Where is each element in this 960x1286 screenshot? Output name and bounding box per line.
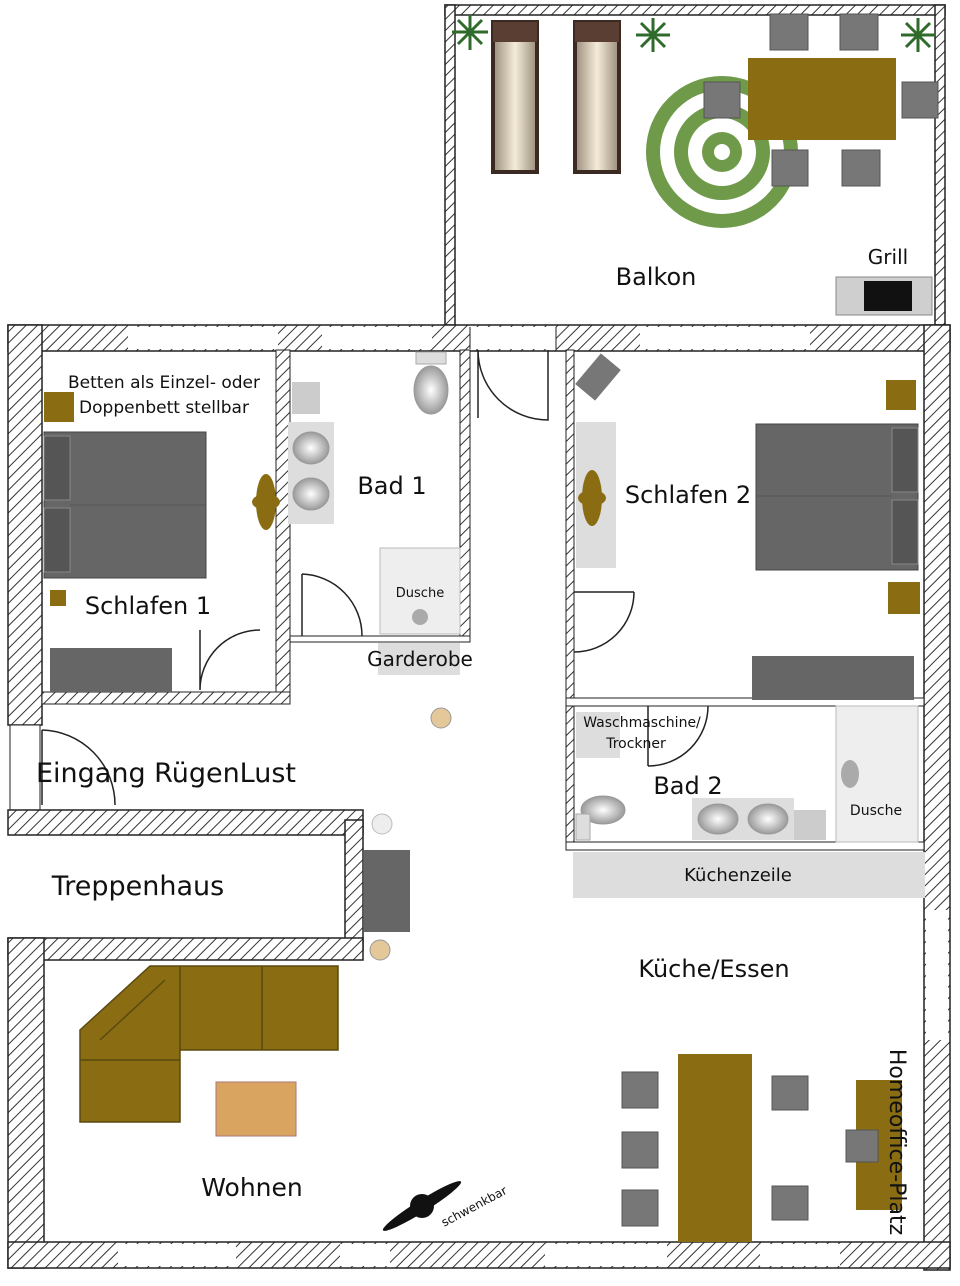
- room-label-bad-1: Bad 1: [357, 472, 426, 500]
- living-room: schwenkbar Wohnen: [79, 965, 509, 1231]
- toilet-icon: [575, 795, 626, 841]
- dining-table: [678, 1054, 752, 1242]
- nightstand: [886, 380, 916, 410]
- ceiling-fan-icon: [382, 1181, 462, 1231]
- cabinet: [292, 382, 320, 414]
- area-label-garderobe: Garderobe: [367, 647, 473, 671]
- bedroom-2: Schlafen 2: [575, 353, 920, 700]
- wardrobe-rack: [378, 643, 460, 675]
- nightstand: [44, 392, 74, 422]
- bathroom-1: Dusche Bad 1: [288, 351, 461, 635]
- grill-icon: [835, 276, 933, 316]
- washing-machine: [576, 712, 620, 758]
- kitchen-counter-label: Küchenzeile: [684, 865, 792, 886]
- double-sink: [692, 798, 826, 840]
- plant-icon: [636, 18, 670, 52]
- bed: [43, 431, 207, 579]
- area-label-treppenhaus: Treppenhaus: [51, 871, 224, 902]
- room-label-bad-2: Bad 2: [653, 772, 722, 800]
- double-sink: [288, 422, 334, 524]
- room-label-balkon: Balkon: [616, 263, 697, 291]
- room-label-schlafen-1: Schlafen 1: [85, 592, 211, 620]
- dining-chairs: [621, 1071, 809, 1227]
- bed-note-line-2: Doppenbett stellbar: [79, 398, 249, 418]
- washer-label-line-2: Trockner: [605, 736, 666, 752]
- balcony: Balkon Grill: [452, 13, 939, 316]
- bathroom-2: Waschmaschine/ Trockner Dusche Bad 2: [575, 705, 919, 843]
- wardrobe: [50, 648, 172, 692]
- nightstand: [888, 582, 920, 614]
- walls: [7, 4, 951, 1271]
- area-label-homeoffice: Homeoffice-Platz: [884, 1049, 909, 1235]
- ceiling-fan-icon: [578, 470, 606, 526]
- sun-lounger: [491, 20, 539, 174]
- washer-label-line-1: Waschmaschine/: [583, 715, 701, 731]
- room-label-schlafen-2: Schlafen 2: [625, 481, 751, 509]
- toilet-icon: [413, 351, 449, 415]
- plant-icon: [452, 15, 488, 50]
- balcony-chairs: [703, 13, 939, 187]
- bedroom-1: Betten als Einzel- oder Doppenbett stell…: [43, 373, 280, 692]
- sofa: [79, 965, 339, 1123]
- dining-area: Küche/Essen Homeoffice-Platz: [621, 955, 909, 1242]
- grill-label: Grill: [868, 245, 908, 269]
- bed: [755, 423, 919, 571]
- balcony-table: [748, 58, 896, 140]
- plant-icon: [901, 18, 935, 52]
- bed-note-line-1: Betten als Einzel- oder: [68, 373, 260, 393]
- shower-label-1: Dusche: [396, 586, 444, 601]
- sun-lounger: [573, 20, 621, 174]
- shower-1: [379, 547, 461, 635]
- nightstand: [50, 590, 66, 606]
- shower-2: [835, 705, 919, 843]
- kitchen-counter: [573, 852, 925, 898]
- wardrobe: [752, 656, 914, 700]
- coffee-table: [215, 1081, 297, 1137]
- room-label-wohnen: Wohnen: [201, 1173, 302, 1202]
- shower-label-2: Dusche: [850, 803, 902, 819]
- office-chair: [845, 1129, 879, 1163]
- room-label-kueche-essen: Küche/Essen: [638, 955, 789, 983]
- hallway-furniture: [364, 707, 452, 961]
- ceiling-fan-icon: [252, 474, 280, 530]
- area-label-eingang: Eingang RügenLust: [36, 758, 296, 789]
- doors: [41, 349, 709, 806]
- chair: [575, 353, 621, 401]
